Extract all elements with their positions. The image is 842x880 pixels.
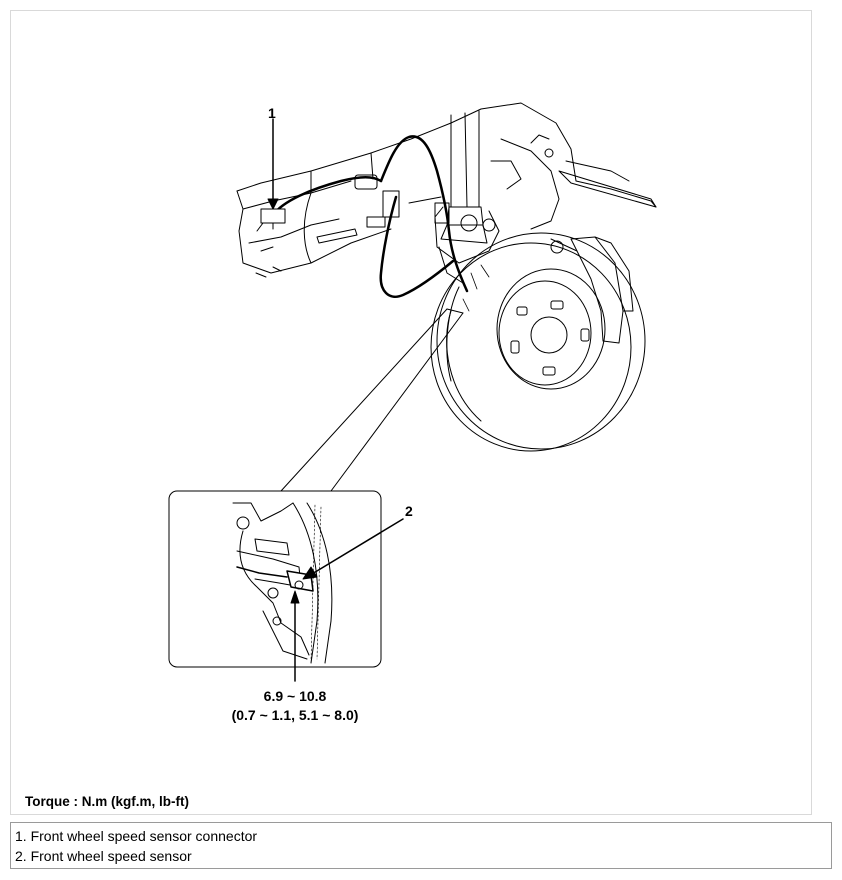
- sensor-harness: [271, 135, 469, 298]
- callout-2-arrowhead: [302, 566, 318, 580]
- brake-disc: [430, 232, 646, 452]
- wheel-house-outline: [236, 102, 657, 278]
- detail-inset: [168, 490, 382, 668]
- legend-item-sensor: 2. Front wheel speed sensor: [15, 848, 192, 864]
- torque-units-note: Torque : N.m (kgf.m, lb-ft): [25, 794, 189, 809]
- legend-item-connector: 1. Front wheel speed sensor connector: [15, 828, 258, 844]
- callout-1-arrowhead: [267, 198, 279, 210]
- torque-arrowhead: [290, 590, 300, 604]
- strut: [440, 110, 488, 244]
- knuckle: [434, 206, 500, 284]
- sensor-connector: [256, 208, 286, 232]
- callout-2-arrow: [306, 518, 404, 578]
- figure-frame: 1 2 6.9 ~ 10.8 (0.7 ~ 1.1, 5.1 ~ 8.0) To…: [10, 10, 812, 815]
- legend-box: 1. Front wheel speed sensor connector 2.…: [10, 822, 832, 869]
- brake-caliper: [550, 236, 634, 344]
- callout-2-label: 2: [405, 503, 413, 519]
- torque-primary: 6.9 ~ 10.8: [263, 688, 327, 704]
- brake-assembly-illustration: [168, 102, 657, 682]
- zoom-leader-lines: [280, 308, 464, 492]
- harness-clips: [354, 174, 450, 228]
- callout-1-label: 1: [268, 105, 276, 121]
- torque-secondary: (0.7 ~ 1.1, 5.1 ~ 8.0): [231, 707, 359, 723]
